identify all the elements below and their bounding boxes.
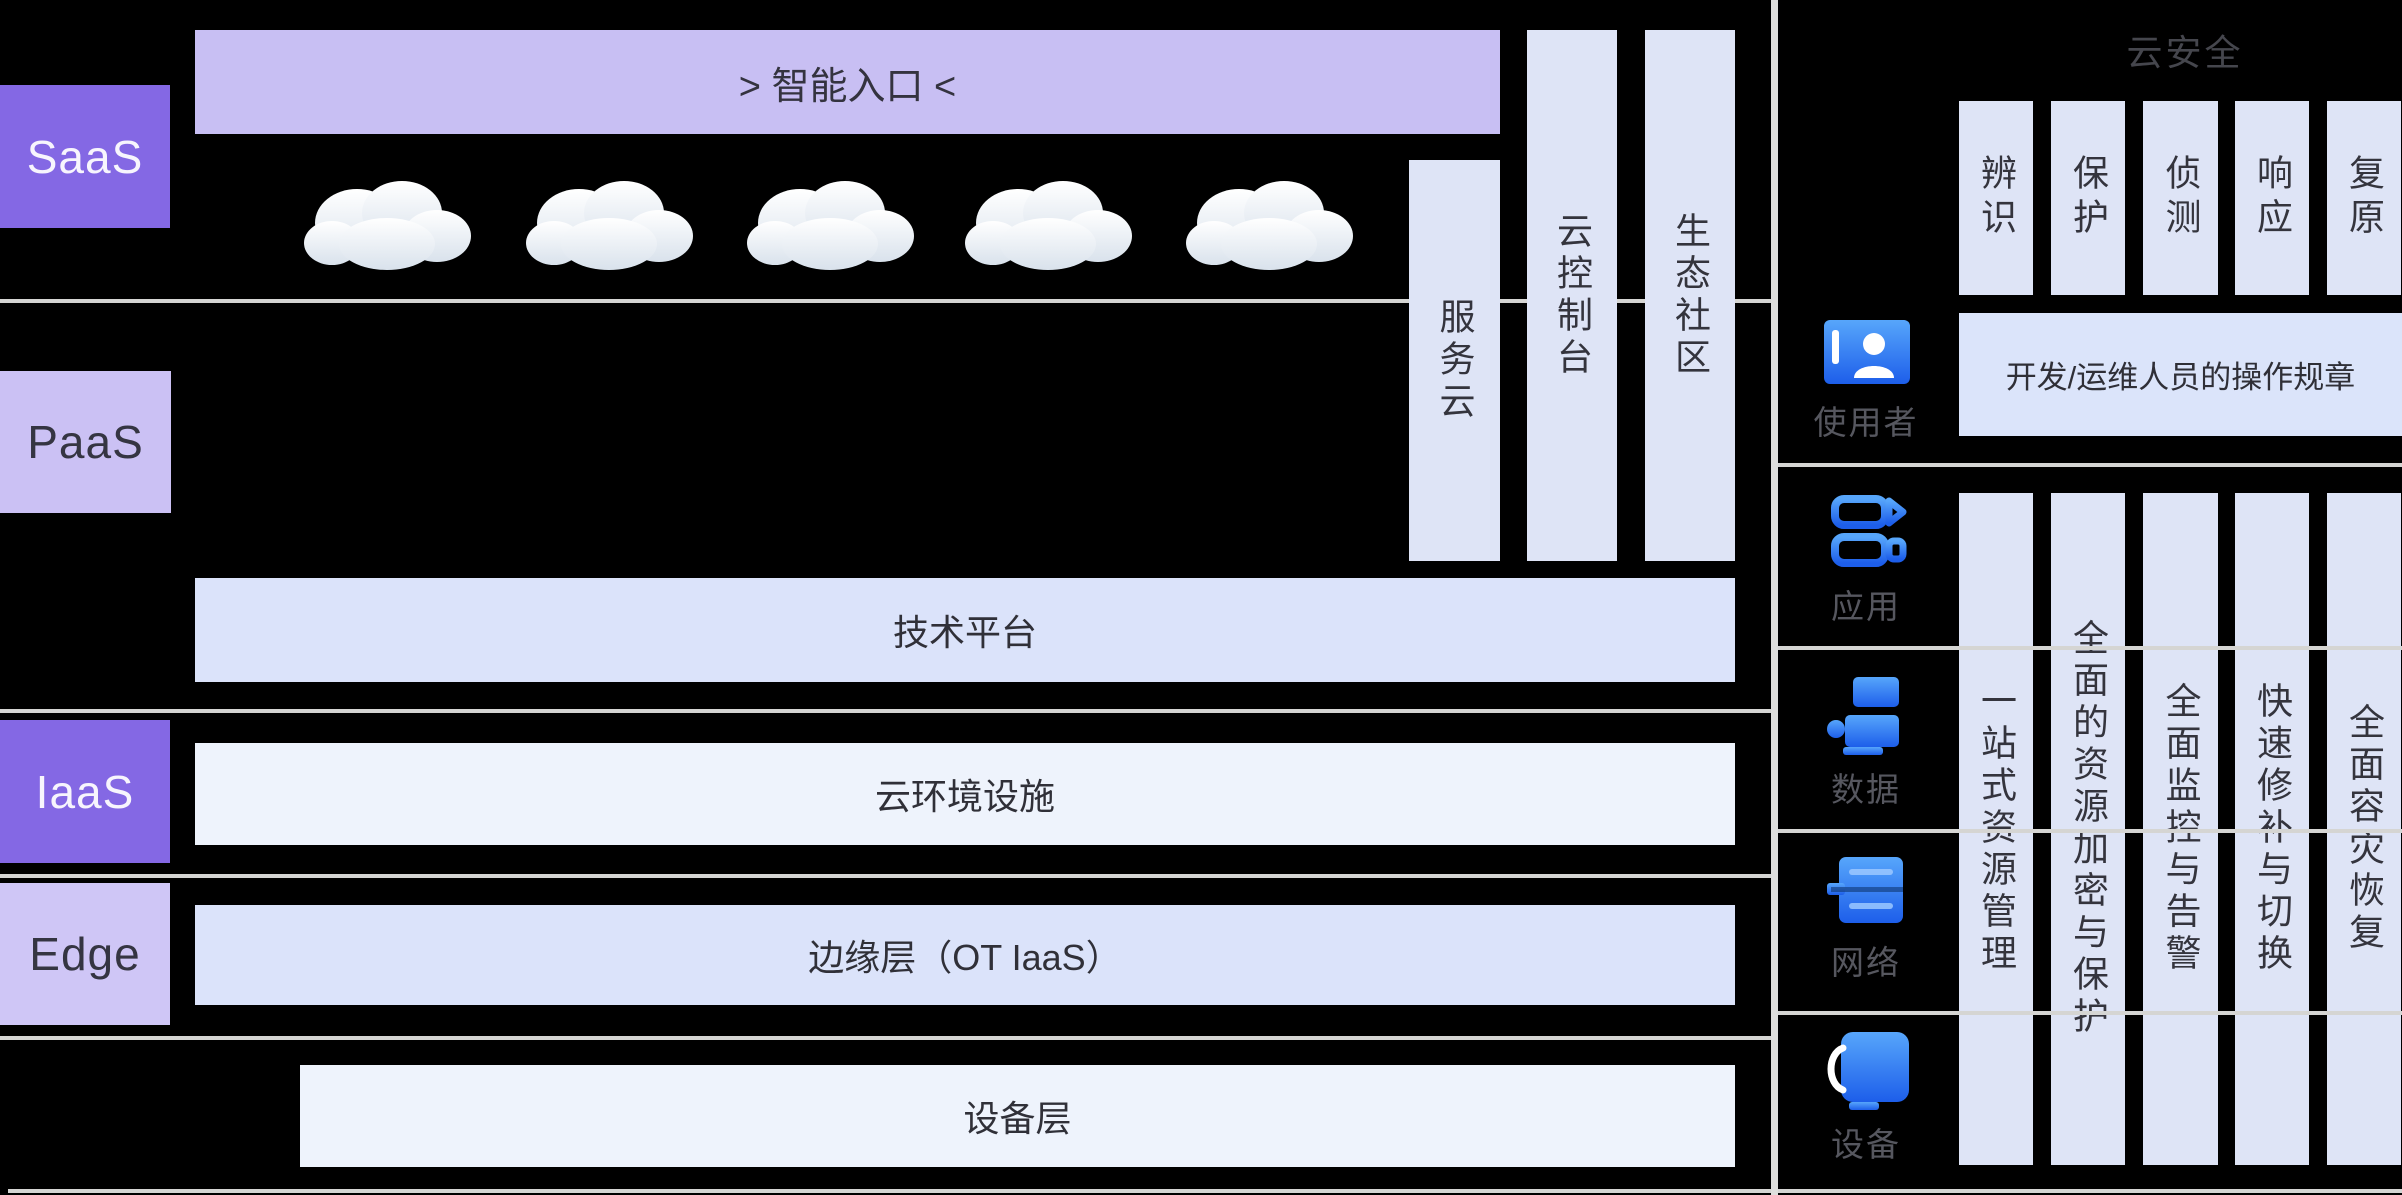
phase-detect-label: 侦测: [2160, 154, 2202, 242]
ops-policy-box: 开发/运维人员的操作规章: [1959, 313, 2402, 436]
pillar-cloud-console-label: 云控制台: [1552, 211, 1593, 380]
smart-entry-label: > 智能入口 <: [738, 65, 957, 108]
cloud-icon: [304, 181, 471, 270]
divider-app-data: [1778, 646, 2402, 650]
tech-platform-label: 技术平台: [892, 612, 1037, 653]
cloud-security-title: 云安全: [2105, 24, 2265, 76]
layer-paas-label: PaaS: [27, 416, 144, 468]
cloud-environment-label: 云环境设施: [874, 776, 1055, 817]
divider-data-network: [1778, 829, 2402, 833]
phase-identify: 辨识: [1959, 101, 2033, 295]
layer-edge: Edge: [0, 883, 170, 1025]
device-layer-label: 设备层: [963, 1098, 1072, 1139]
divider-left-right: [1771, 0, 1778, 1195]
row-cloud-environment: 云环境设施: [195, 743, 1735, 845]
divider-bottom: [8, 1189, 2402, 1193]
pillar-cloud-console: 云控制台: [1527, 30, 1617, 561]
phase-recover: 复原: [2327, 101, 2401, 295]
device-icon: [1827, 1032, 1909, 1110]
row-tech-platform: 技术平台: [195, 578, 1735, 682]
device-row-label: 设备: [1796, 1118, 1936, 1166]
phase-respond-label: 响应: [2252, 154, 2293, 242]
edge-layer-label: 边缘层（OT IaaS）: [808, 937, 1122, 978]
layer-paas: PaaS: [0, 371, 171, 513]
pillar-service-cloud-label: 服务云: [1434, 297, 1476, 424]
phase-identify-label: 辨识: [1976, 154, 2017, 242]
pillar-eco-community: 生态社区: [1645, 30, 1735, 561]
app-layers-icon: [1831, 495, 1907, 567]
smart-entry-banner: > 智能入口 <: [195, 30, 1500, 134]
row-edge-layer: 边缘层（OT IaaS）: [195, 905, 1735, 1005]
phase-protect: 保护: [2051, 101, 2125, 295]
data-chart-icon: [1827, 677, 1899, 755]
layer-saas-label: SaaS: [26, 130, 144, 183]
network-icon: [1827, 857, 1903, 923]
app-row-label: 应用: [1796, 580, 1936, 628]
device-label-text: 设备: [1831, 1126, 1901, 1163]
data-row-label: 数据: [1796, 763, 1936, 811]
cloud-icon: [965, 181, 1132, 270]
divider-saas-paas: [0, 299, 1771, 303]
user-icon: [1824, 320, 1910, 384]
phase-recover-label: 复原: [2344, 154, 2385, 242]
cloud-icon: [747, 181, 914, 270]
pillar-service-cloud: 服务云: [1409, 160, 1500, 561]
cloud-icon: [526, 181, 693, 270]
divider-network-device: [1778, 1011, 2402, 1015]
layer-iaas-label: IaaS: [35, 765, 135, 818]
user-label-text: 使用者: [1813, 404, 1919, 441]
cloud-security-title-text: 云安全: [2126, 32, 2244, 73]
divider-user-app: [1778, 463, 2402, 467]
network-label-text: 网络: [1831, 944, 1901, 981]
row-device-layer: 设备层: [300, 1065, 1735, 1167]
divider-iaas-edge: [0, 874, 1771, 878]
app-label-text: 应用: [1831, 588, 1901, 625]
phase-respond: 响应: [2235, 101, 2309, 295]
divider-edge-device: [0, 1036, 1771, 1040]
data-label-text: 数据: [1831, 771, 1901, 808]
layer-saas: SaaS: [0, 85, 170, 228]
phase-protect-label: 保护: [2068, 154, 2109, 242]
layer-iaas: IaaS: [0, 720, 170, 863]
user-row-label: 使用者: [1796, 396, 1936, 444]
divider-paas-iaas: [0, 709, 1771, 713]
phase-detect: 侦测: [2143, 101, 2218, 295]
network-row-label: 网络: [1796, 936, 1936, 984]
cloud-icon: [1186, 181, 1353, 270]
pillar-eco-community-label: 生态社区: [1670, 211, 1711, 380]
ops-policy-label: 开发/运维人员的操作规章: [2005, 360, 2356, 395]
layer-edge-label: Edge: [29, 928, 141, 980]
